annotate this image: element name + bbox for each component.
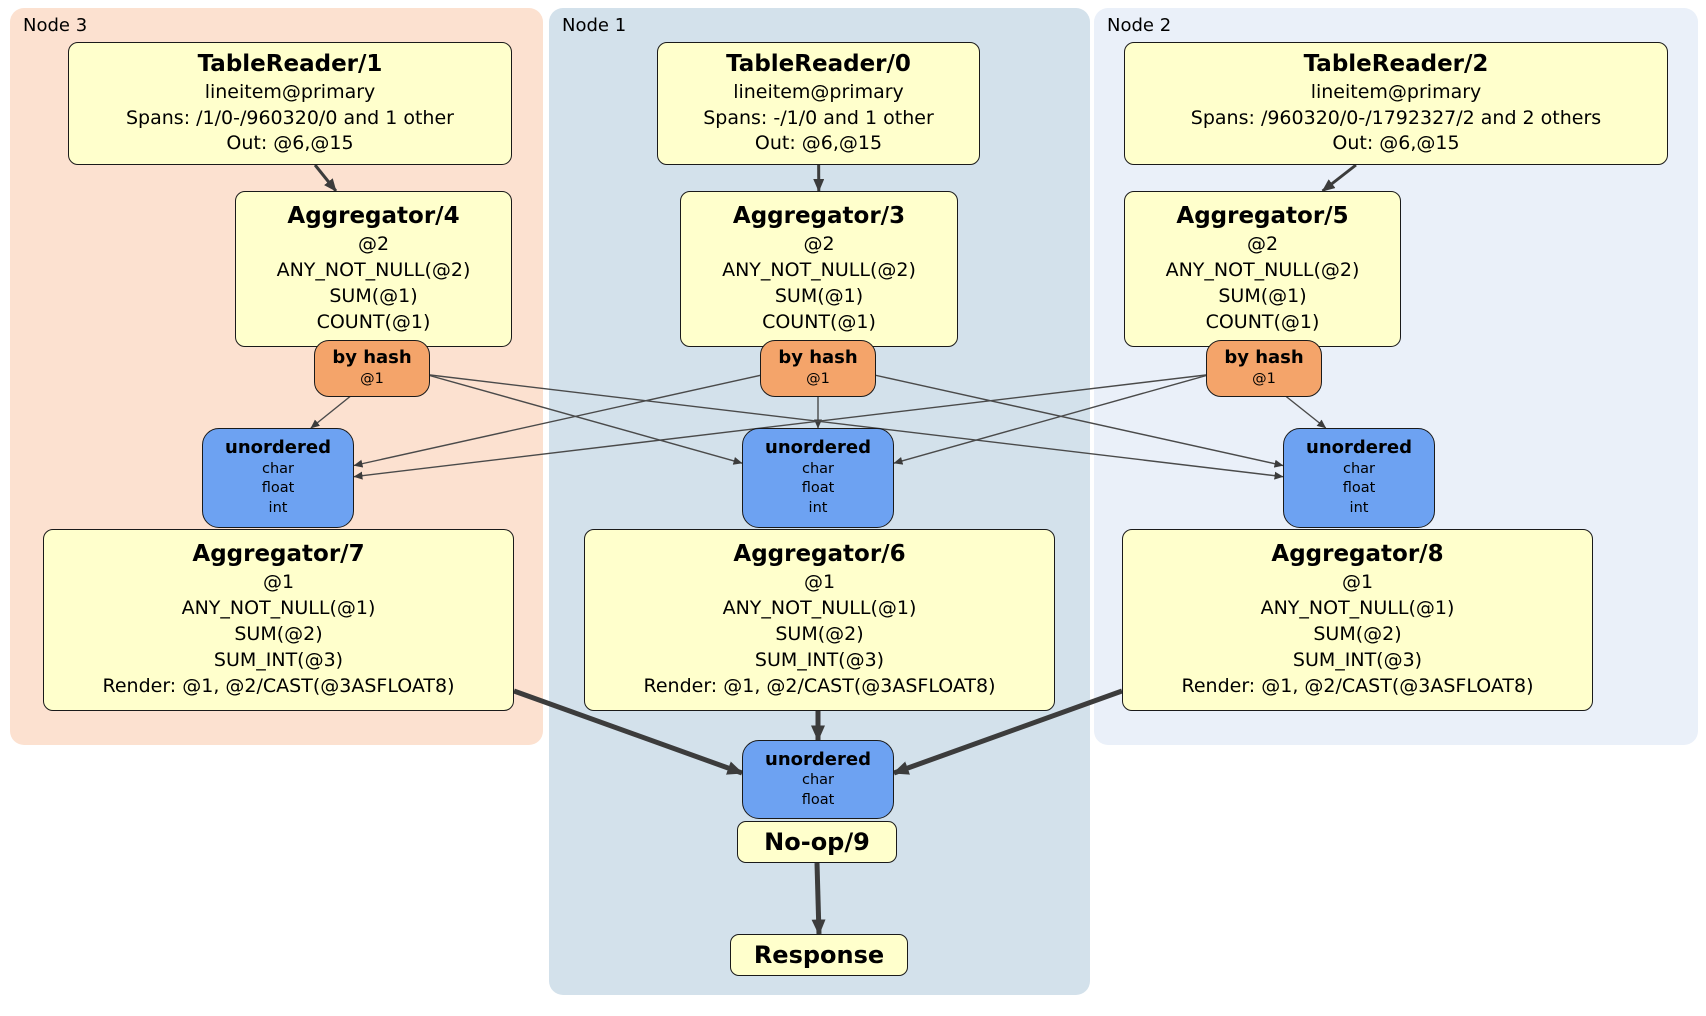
box-line: SUM_INT(@3) xyxy=(1292,648,1423,671)
sync-line: char xyxy=(801,460,834,477)
noop-9-node: No-op/9 xyxy=(737,821,897,863)
box-line: @1 xyxy=(262,571,295,594)
router-title: by hash xyxy=(332,347,412,369)
box-line: lineitem@primary xyxy=(1310,80,1482,103)
box-line: SUM(@1) xyxy=(329,284,418,307)
sync-unordered-final: unordered char float xyxy=(742,740,894,819)
sync-line: char xyxy=(1342,460,1375,477)
box-title: TableReader/2 xyxy=(1303,50,1489,77)
box-line: COUNT(@1) xyxy=(1205,310,1320,333)
box-line: @1 xyxy=(803,571,836,594)
box-line: SUM(@1) xyxy=(774,284,864,307)
box-line: COUNT(@1) xyxy=(762,310,876,333)
box-title: No-op/9 xyxy=(764,828,870,856)
sync-unordered-6: unordered char float int xyxy=(742,428,894,528)
box-title: TableReader/1 xyxy=(197,50,383,77)
box-line: SUM(@1) xyxy=(1218,284,1307,307)
router-title: by hash xyxy=(1224,347,1304,369)
box-title: Response xyxy=(753,941,885,969)
box-title: Aggregator/8 xyxy=(1271,541,1444,568)
box-line: @2 xyxy=(357,233,390,256)
box-title: Aggregator/7 xyxy=(192,541,365,568)
sync-line: int xyxy=(268,500,288,517)
box-title: Aggregator/5 xyxy=(1176,203,1349,230)
box-title: Aggregator/4 xyxy=(287,203,460,230)
router-line: @1 xyxy=(360,370,384,387)
sync-line: float xyxy=(261,480,295,497)
box-line: SUM(@2) xyxy=(775,623,864,646)
box-line: Spans: -/1/0 and 1 other xyxy=(703,106,934,129)
node2-label: Node 2 xyxy=(1107,15,1172,36)
tablereader-2-node: TableReader/2 lineitem@primary Spans: /9… xyxy=(1124,42,1668,165)
response-node: Response xyxy=(730,934,908,976)
box-line: COUNT(@1) xyxy=(316,310,431,333)
box-line: ANY_NOT_NULL(@2) xyxy=(276,259,471,282)
hash-router-5: by hash @1 xyxy=(1206,340,1322,397)
tablereader-0-node: TableReader/0 lineitem@primary Spans: -/… xyxy=(657,42,980,165)
aggregator-7-node: Aggregator/7 @1 ANY_NOT_NULL(@1) SUM(@2)… xyxy=(43,529,514,711)
sync-title: unordered xyxy=(1306,437,1412,459)
box-line: ANY_NOT_NULL(@2) xyxy=(1165,259,1360,282)
sync-title: unordered xyxy=(765,748,871,770)
router-line: @1 xyxy=(806,370,830,387)
box-line: Spans: /960320/0-/1792327/2 and 2 others xyxy=(1190,106,1602,129)
box-title: TableReader/0 xyxy=(726,50,911,77)
box-line: SUM(@2) xyxy=(1313,623,1402,646)
sync-title: unordered xyxy=(765,437,871,459)
box-title: Aggregator/6 xyxy=(733,541,906,568)
aggregator-5-node: Aggregator/5 @2 ANY_NOT_NULL(@2) SUM(@1)… xyxy=(1124,191,1401,347)
box-line: lineitem@primary xyxy=(204,80,376,103)
box-line: SUM_INT(@3) xyxy=(754,648,885,671)
box-line: ANY_NOT_NULL(@1) xyxy=(181,597,376,620)
sync-line: float xyxy=(801,480,835,497)
hash-router-3: by hash @1 xyxy=(760,340,876,397)
aggregator-3-node: Aggregator/3 @2 ANY_NOT_NULL(@2) SUM(@1)… xyxy=(680,191,958,347)
sync-line: int xyxy=(808,500,828,517)
box-line: @2 xyxy=(1246,233,1279,256)
node1-label: Node 1 xyxy=(562,15,627,36)
box-line: ANY_NOT_NULL(@1) xyxy=(1260,597,1455,620)
box-line: Render: @1, @2/CAST(@3ASFLOAT8) xyxy=(102,674,455,697)
sync-line: float xyxy=(801,791,835,808)
box-line: ANY_NOT_NULL(@2) xyxy=(722,259,916,282)
box-line: @2 xyxy=(803,233,835,256)
box-line: SUM_INT(@3) xyxy=(213,648,344,671)
aggregator-4-node: Aggregator/4 @2 ANY_NOT_NULL(@2) SUM(@1)… xyxy=(235,191,512,347)
box-line: ANY_NOT_NULL(@1) xyxy=(722,597,917,620)
box-line: Render: @1, @2/CAST(@3ASFLOAT8) xyxy=(1181,674,1534,697)
box-title: Aggregator/3 xyxy=(732,203,906,230)
sync-line: char xyxy=(261,460,294,477)
aggregator-8-node: Aggregator/8 @1 ANY_NOT_NULL(@1) SUM(@2)… xyxy=(1122,529,1593,711)
router-line: @1 xyxy=(1252,370,1276,387)
hash-router-4: by hash @1 xyxy=(314,340,430,397)
router-title: by hash xyxy=(778,347,858,369)
sync-line: float xyxy=(1342,480,1376,497)
sync-title: unordered xyxy=(225,437,331,459)
box-line: Spans: /1/0-/960320/0 and 1 other xyxy=(126,106,454,129)
box-line: @1 xyxy=(1341,571,1374,594)
box-line: Out: @6,@15 xyxy=(754,132,883,155)
box-line: SUM(@2) xyxy=(234,623,323,646)
sync-line: char xyxy=(801,772,834,789)
sync-line: int xyxy=(1349,500,1369,517)
box-line: Out: @6,@15 xyxy=(1332,132,1460,155)
aggregator-6-node: Aggregator/6 @1 ANY_NOT_NULL(@1) SUM(@2)… xyxy=(584,529,1055,711)
sync-unordered-7: unordered char float int xyxy=(202,428,354,528)
box-line: Render: @1, @2/CAST(@3ASFLOAT8) xyxy=(643,674,996,697)
node3-label: Node 3 xyxy=(23,15,88,36)
box-line: lineitem@primary xyxy=(733,80,904,103)
tablereader-1-node: TableReader/1 lineitem@primary Spans: /1… xyxy=(68,42,512,165)
sync-unordered-8: unordered char float int xyxy=(1283,428,1435,528)
box-line: Out: @6,@15 xyxy=(226,132,354,155)
